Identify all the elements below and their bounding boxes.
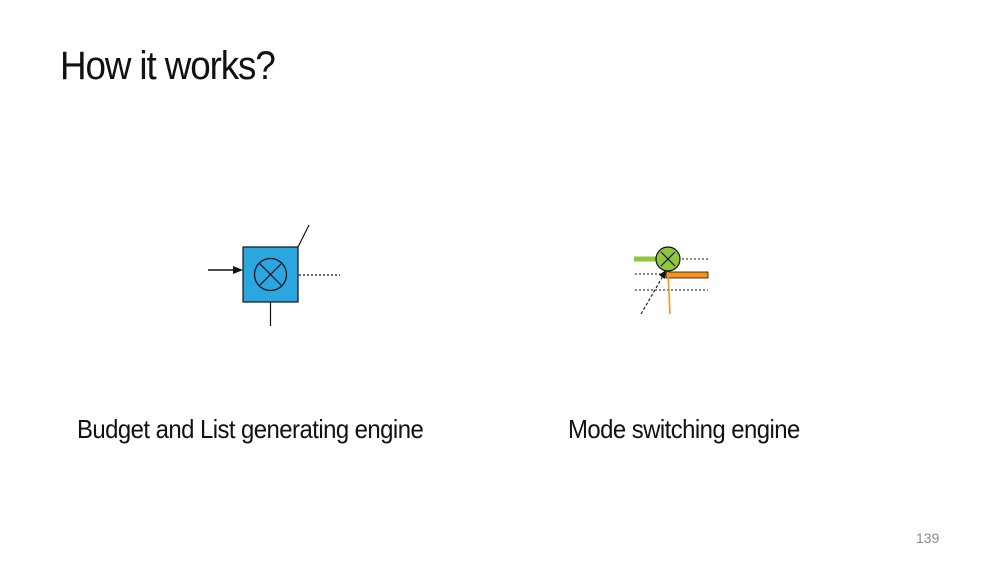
dashed-input-arrow-head [659,270,666,279]
circled-times-icon [253,257,288,292]
times-stroke-2 [259,263,282,286]
page-number: 139 [916,530,940,546]
dashed-input-arrow [640,275,664,315]
budget-list-engine-caption: Budget and List generating engine [77,414,424,444]
input-arrow-head [233,266,243,274]
budget-list-engine-diagram [208,224,340,326]
orange-vertical-line [667,271,671,315]
times-stroke-2 [660,251,676,267]
diagonal-output-line [297,224,310,248]
mode-switching-engine-caption: Mode switching engine [568,414,800,444]
slide-title: How it works? [60,44,276,88]
orange-mode-bar [665,271,709,279]
mode-switching-engine-diagram [634,246,709,315]
